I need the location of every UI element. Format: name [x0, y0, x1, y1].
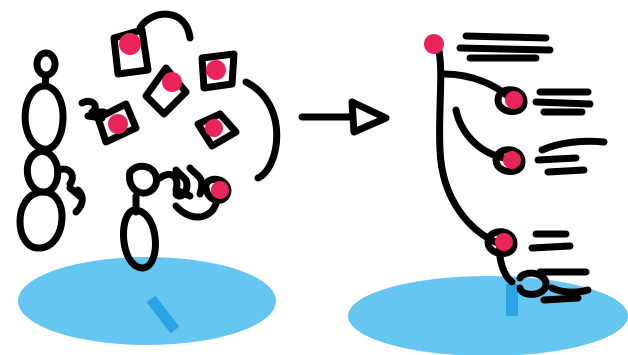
tree-node-3: [492, 137, 608, 176]
node-dot-4: [108, 114, 128, 134]
anchor-stake-left: [146, 295, 180, 334]
node-dot-2: [162, 72, 182, 92]
right-panel: [348, 32, 628, 355]
loop-stack-left: [16, 49, 86, 252]
node-dot-1: [119, 33, 141, 55]
node-dot-6: [211, 181, 229, 199]
water-puddle-left: [18, 257, 276, 345]
tree-node-1: [424, 32, 554, 62]
tree-node-4: [484, 228, 574, 257]
right-arrow-icon: [298, 98, 390, 136]
tree-node-2: [494, 86, 594, 116]
node-cluster: [94, 10, 281, 272]
left-panel: [16, 10, 281, 345]
node-dot-3: [206, 60, 226, 80]
node-dot-5: [205, 119, 223, 137]
tree-node-5: [516, 268, 592, 304]
